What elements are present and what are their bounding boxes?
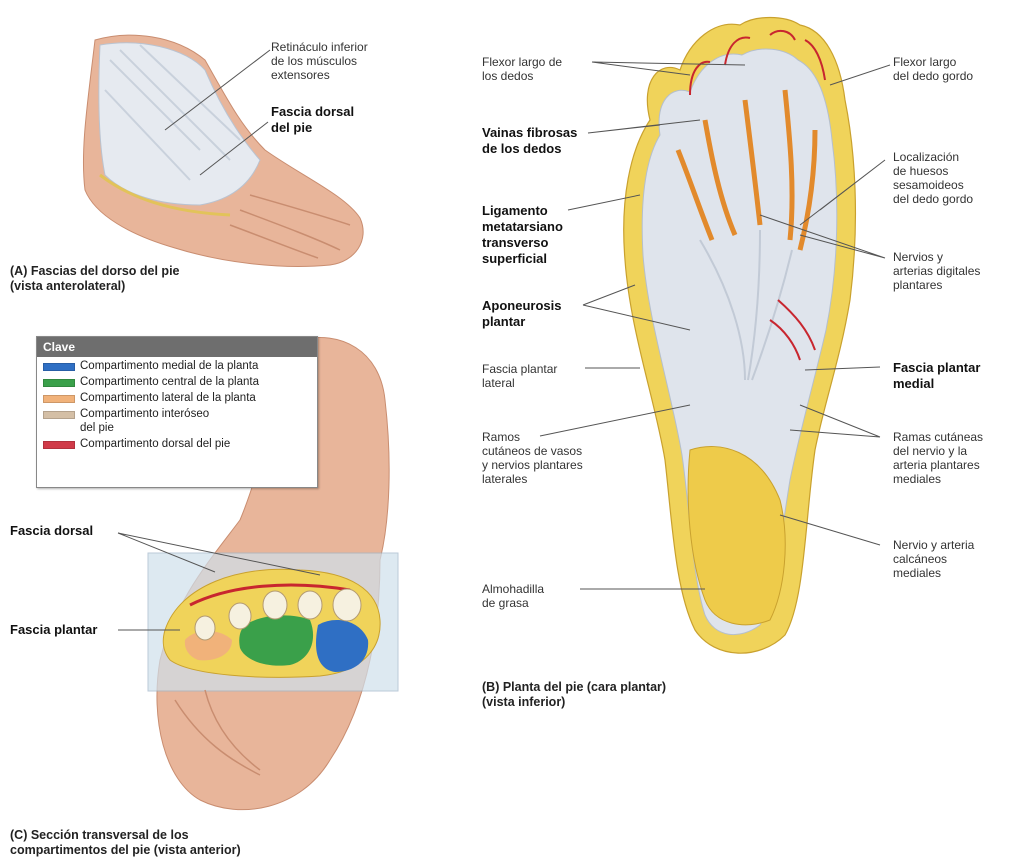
legend-key: Clave Compartimento medial de la planta … xyxy=(36,336,318,488)
legend-item-central: Compartimento central de la planta xyxy=(43,375,311,389)
legend-label: Compartimento interóseo del pie xyxy=(80,407,209,435)
label-vainas-fibrosas: Vainas fibrosas de los dedos xyxy=(482,125,577,157)
legend-label: Compartimento dorsal del pie xyxy=(80,437,230,451)
label-fascia-plantar-medial: Fascia plantar medial xyxy=(893,360,980,392)
legend-item-lateral: Compartimento lateral de la planta xyxy=(43,391,311,405)
label-retinaculum: Retináculo inferior de los músculos exte… xyxy=(271,40,368,82)
legend-swatch-medial xyxy=(43,363,75,371)
legend-label: Compartimento lateral de la planta xyxy=(80,391,256,405)
legend-label: Compartimento central de la planta xyxy=(80,375,259,389)
legend-item-medial: Compartimento medial de la planta xyxy=(43,359,311,373)
label-ramas-cutaneas: Ramas cutáneas del nervio y la arteria p… xyxy=(893,430,983,486)
label-aponeurosis-plantar: Aponeurosis plantar xyxy=(482,298,561,330)
label-fascia-dorsal: Fascia dorsal xyxy=(10,523,93,539)
legend-item-dorsal: Compartimento dorsal del pie xyxy=(43,437,311,451)
label-ramos-cutaneos: Ramos cutáneos de vasos y nervios planta… xyxy=(482,430,583,486)
label-ligamento-metatarsiano: Ligamento metatarsiano transverso superf… xyxy=(482,203,563,267)
label-nervio-calcaneo: Nervio y arteria calcáneos mediales xyxy=(893,538,974,580)
panel-b-sole-drawing xyxy=(624,18,856,654)
legend-item-interoseo: Compartimento interóseo del pie xyxy=(43,407,311,435)
legend-swatch-lateral xyxy=(43,395,75,403)
label-fascia-plantar: Fascia plantar xyxy=(10,622,97,638)
label-huesos-sesamoideos: Localización de huesos sesamoideos del d… xyxy=(893,150,973,206)
legend-title: Clave xyxy=(37,337,317,357)
label-fascia-plantar-lateral: Fascia plantar lateral xyxy=(482,362,557,390)
legend-swatch-dorsal xyxy=(43,441,75,449)
label-flexor-largo-dedo-gordo: Flexor largo del dedo gordo xyxy=(893,55,973,83)
caption-panel-a: (A) Fascias del dorso del pie (vista ant… xyxy=(10,264,180,294)
label-nervios-digitales: Nervios y arterias digitales plantares xyxy=(893,250,980,292)
label-flexor-largo-dedos: Flexor largo de los dedos xyxy=(482,55,562,83)
label-almohadilla-grasa: Almohadilla de grasa xyxy=(482,582,544,610)
caption-panel-b: (B) Planta del pie (cara plantar) (vista… xyxy=(482,680,666,710)
legend-label: Compartimento medial de la planta xyxy=(80,359,258,373)
caption-panel-c: (C) Sección transversal de los compartim… xyxy=(10,828,241,858)
legend-swatch-central xyxy=(43,379,75,387)
label-dorsal-fascia-foot: Fascia dorsal del pie xyxy=(271,104,354,136)
legend-swatch-interoseo xyxy=(43,411,75,419)
